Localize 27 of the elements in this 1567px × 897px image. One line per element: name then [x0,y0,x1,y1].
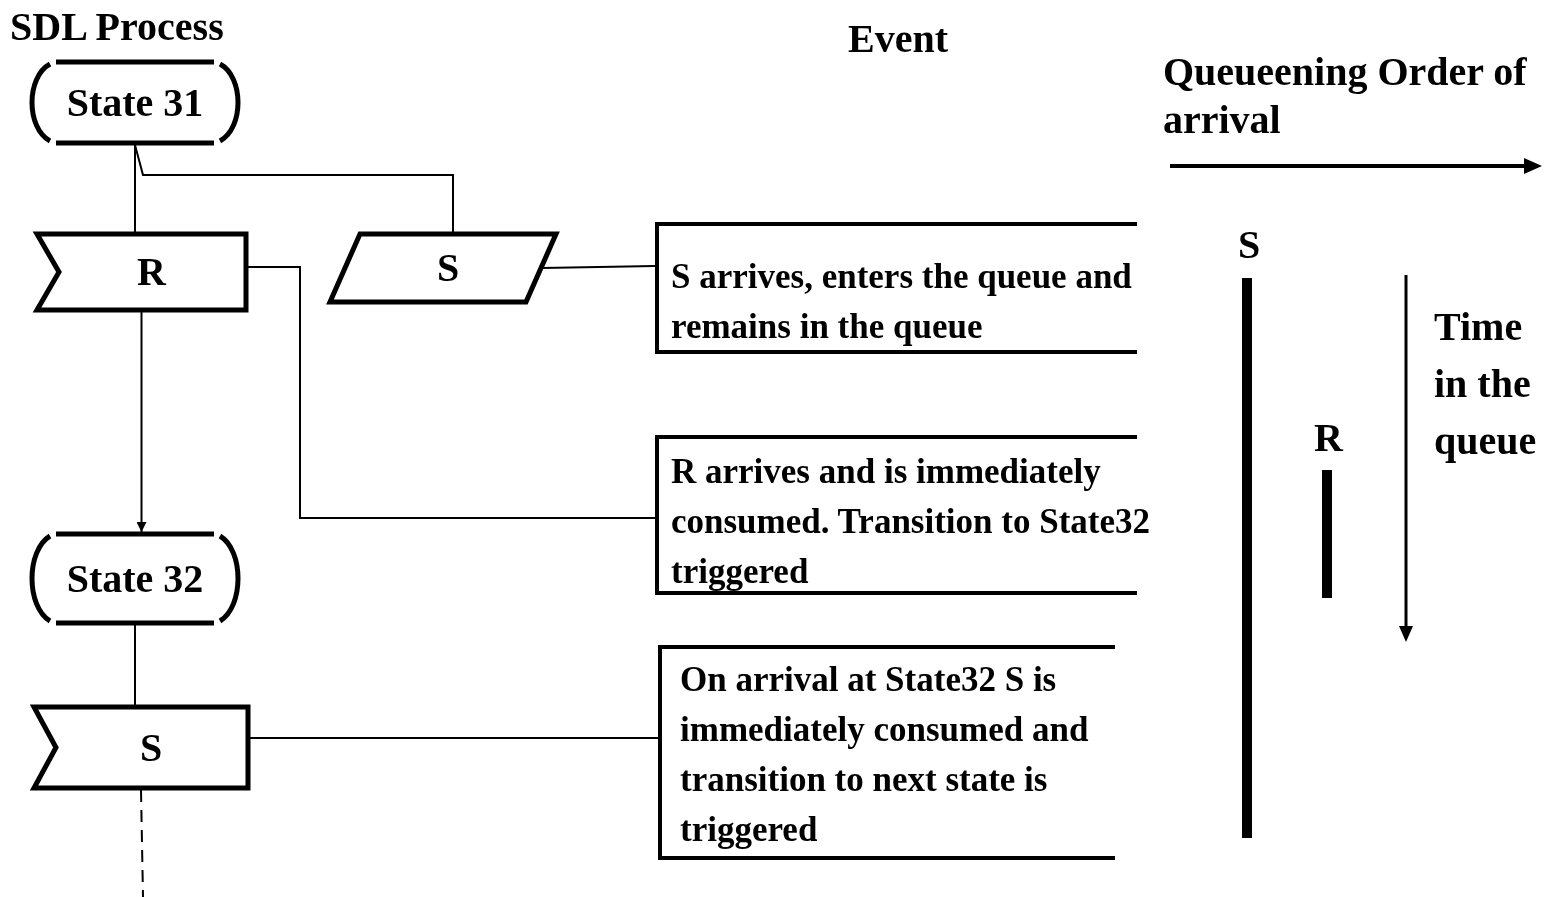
connector [541,265,656,269]
comment-box [658,645,1115,860]
queue-signal-label: R [1314,415,1345,461]
signal-name: R [136,248,168,296]
queue-signal-label: S [1238,222,1262,268]
connector [247,266,656,519]
diagram-title: SDL Process [10,4,224,50]
comment-text: R arrives and is immediately consumed. Transition to State32 triggered [671,451,1151,593]
input-signal-symbol [32,705,250,790]
column-heading: Event [848,16,949,62]
axis-label: Time in the queue [1434,303,1538,465]
comment-text: On arrival at State32 S is immediately consumed and transition to next state is triggered [680,659,1090,851]
save-symbol [328,232,558,304]
connector [136,311,147,533]
connector [134,144,136,233]
comment-text: S arrives, enters the queue and remains in the queue [671,256,1133,348]
state-name: State 31 [65,78,205,127]
comment-box [655,222,1137,354]
signal-name: S [138,723,164,772]
input-signal-symbol [35,232,248,312]
connector [249,737,659,739]
signal-name: S [435,244,461,292]
connector [140,789,144,897]
connector [134,144,454,233]
state-name: State 32 [65,554,205,603]
connector [134,624,136,706]
column-heading: Queueening Order of arrival [1163,48,1528,144]
